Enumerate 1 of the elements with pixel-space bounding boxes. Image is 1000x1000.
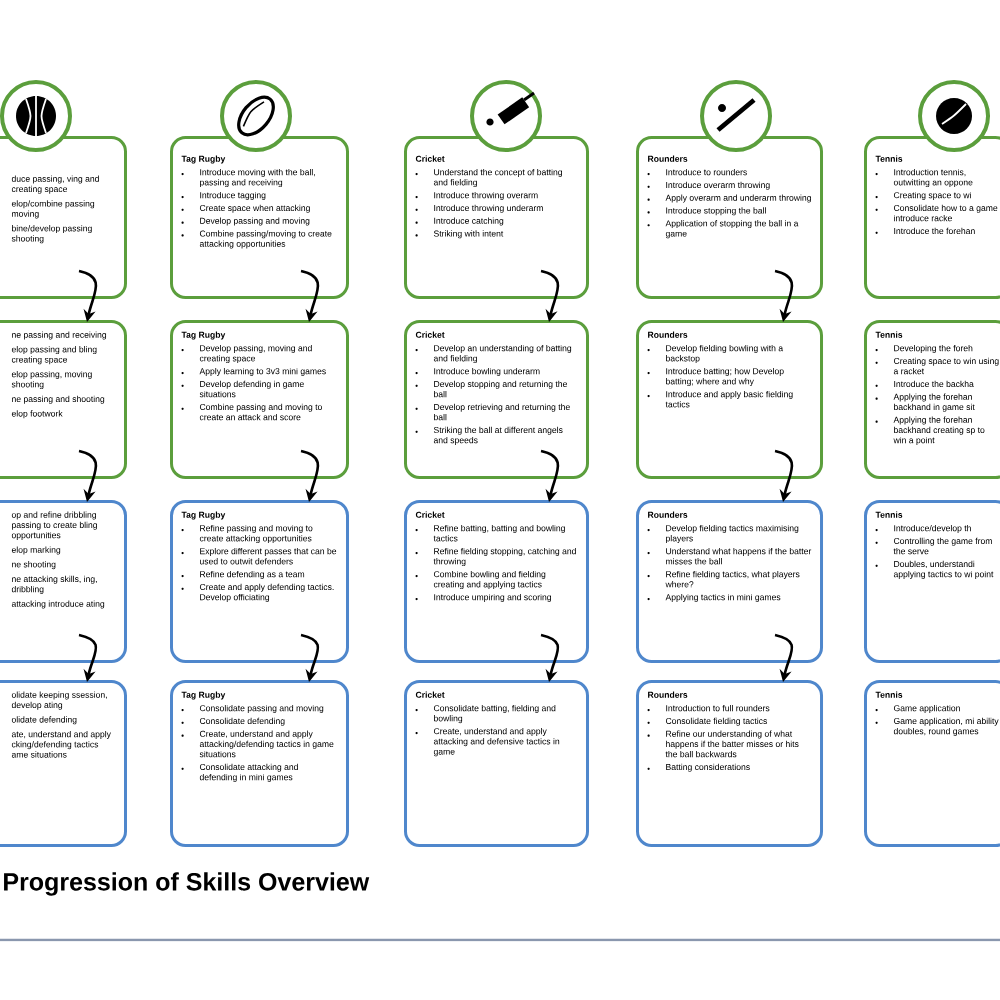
title: Progression of Skills Overview — [4, 872, 370, 896]
